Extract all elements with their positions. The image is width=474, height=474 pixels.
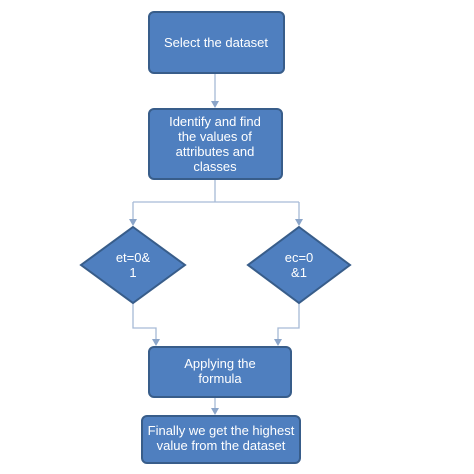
node-text-line: classes [193, 159, 237, 174]
connector-identify-split [133, 179, 299, 203]
arrowhead [152, 339, 160, 346]
node-text-line: 1 [129, 265, 136, 280]
node-text-line: ec=0 [285, 250, 314, 265]
arrowhead [129, 219, 137, 226]
node-text-line: et=0& [116, 250, 151, 265]
node-text: et=0&1 [116, 250, 151, 280]
node-text-line: Finally we get the highest [148, 423, 295, 438]
process-box [148, 11, 285, 74]
node-text: Select the dataset [164, 35, 268, 50]
node-text-line: Identify and find [169, 114, 261, 129]
decision-ec: ec=0&1 [246, 225, 352, 305]
process-box [141, 415, 301, 464]
decision-et: et=0&1 [79, 225, 187, 305]
arrowhead [211, 408, 219, 415]
arrowhead [274, 339, 282, 346]
node-text: ec=0&1 [285, 250, 314, 280]
node-text-line: the values of [178, 129, 252, 144]
arrowhead [211, 101, 219, 108]
arrowhead [295, 219, 303, 226]
node-text-line: value from the dataset [157, 438, 286, 453]
decision-diamond [246, 225, 352, 305]
connector-et-to-formula [132, 303, 157, 341]
connectors [129, 73, 303, 415]
process-select-dataset: Select the dataset [148, 11, 285, 74]
node-text-line: &1 [291, 265, 307, 280]
node-text-line: Applying the [184, 356, 256, 371]
node-text-line: formula [198, 371, 242, 386]
decision-diamond [79, 225, 187, 305]
process-box [148, 346, 292, 398]
node-text-line: Select the dataset [164, 35, 268, 50]
process-box [148, 108, 283, 180]
node-text-line: attributes and [176, 144, 255, 159]
connector-ec-to-formula [277, 303, 300, 341]
